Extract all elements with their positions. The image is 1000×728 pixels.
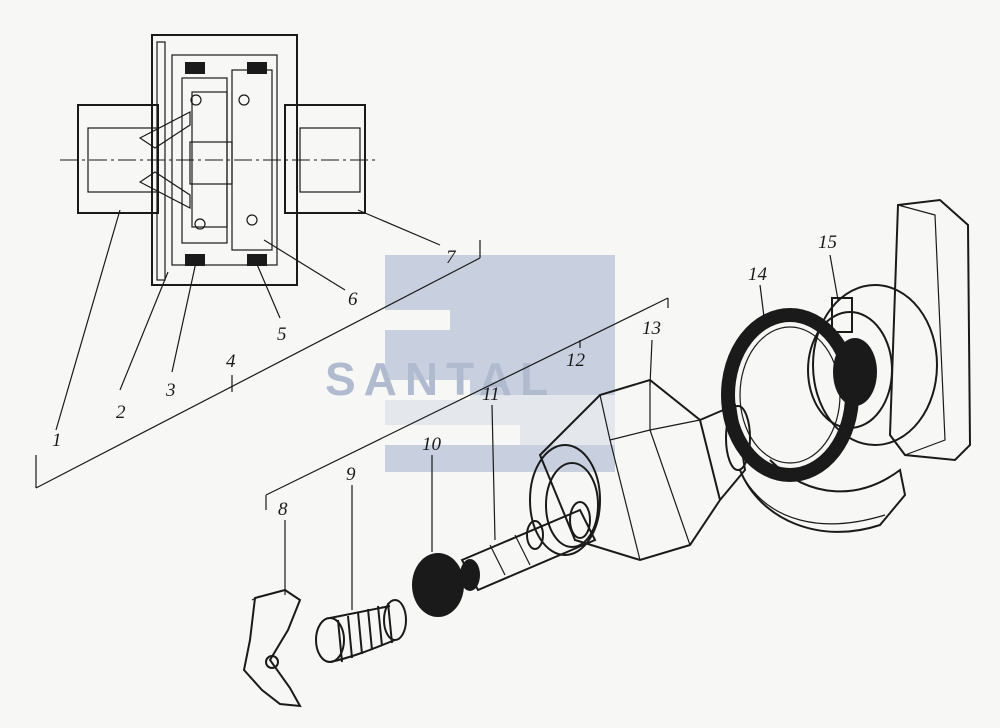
leader-lines <box>35 209 839 610</box>
callout-14: 14 <box>748 264 768 285</box>
spring-part <box>315 599 407 663</box>
watermark-text: SANTAL <box>325 353 556 405</box>
callout-labels: 1 2 3 4 5 6 7 8 9 10 11 12 13 14 15 <box>52 232 837 520</box>
callout-12: 12 <box>566 350 586 371</box>
callout-11: 11 <box>482 384 500 405</box>
valve-stem-part <box>460 501 597 592</box>
washer-part <box>412 553 464 617</box>
cap-handle-part <box>807 198 972 462</box>
callout-3: 3 <box>165 380 176 401</box>
callout-2: 2 <box>116 402 126 423</box>
callout-5: 5 <box>277 324 287 345</box>
callout-10: 10 <box>422 434 442 455</box>
callout-9: 9 <box>346 464 356 485</box>
callout-13: 13 <box>642 318 661 339</box>
gasket-ring-part <box>721 308 907 533</box>
callout-4: 4 <box>226 351 236 372</box>
callout-7: 7 <box>446 247 457 268</box>
callout-15: 15 <box>818 232 837 253</box>
callout-1: 1 <box>52 430 62 451</box>
watermark: SANTAL <box>325 255 615 472</box>
cross-section-view <box>60 34 378 286</box>
callout-6: 6 <box>348 289 358 310</box>
exploded-parts <box>242 198 972 708</box>
callout-8: 8 <box>278 499 288 520</box>
bracket-part <box>242 588 302 708</box>
